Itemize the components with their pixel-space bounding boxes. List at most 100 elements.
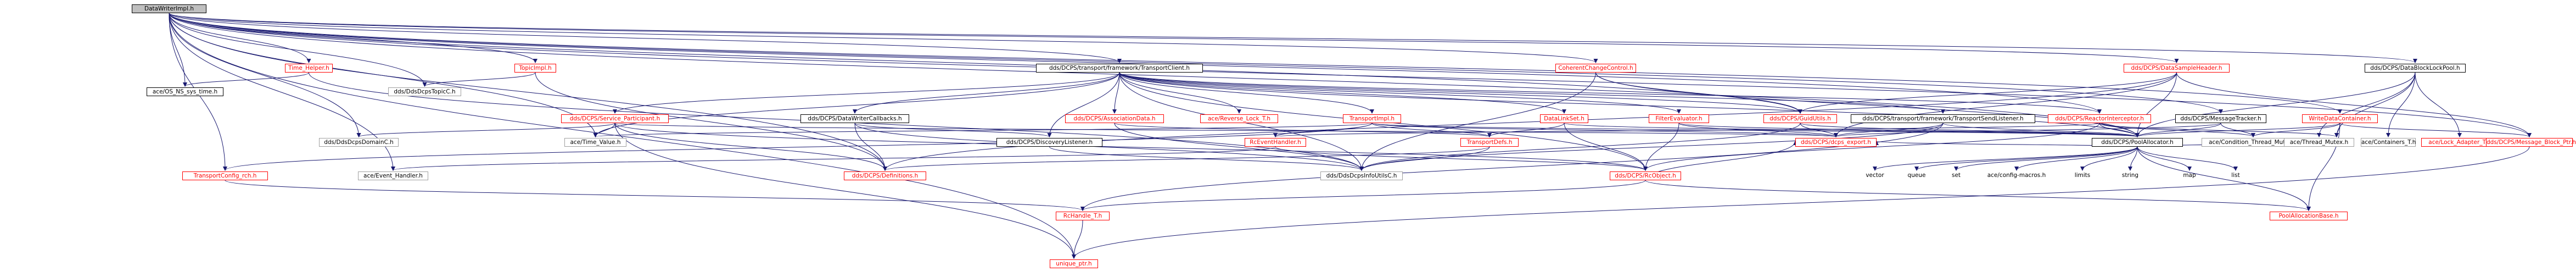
edge-transportclient-to-poolallocator xyxy=(1119,72,2140,137)
edge-datalinkset-to-rcobject xyxy=(1564,123,1648,171)
edge-reactorinterceptor-to-rcobject xyxy=(1643,123,2100,171)
edge-root-to-unique-ptr xyxy=(169,13,1076,259)
edge-messagetracker-to-dcps-export xyxy=(1834,123,2221,137)
node-ddsdcpstopicc: dds/DdsDcpsTopicC.h xyxy=(388,87,461,96)
edge-rceventhandler-to-event-handler xyxy=(391,146,1276,171)
edge-topicimpl-to-ddsdcpstopicc xyxy=(422,72,536,87)
node-guidutils[interactable]: dds/DCPS/GuidUtils.h xyxy=(1763,114,1837,123)
node-ddsdcpsinfoutilsc: dds/DdsDcpsInfoUtilsC.h xyxy=(1320,171,1403,180)
node-string: string xyxy=(2121,172,2139,179)
edge-associationdata-to-transportdefs xyxy=(1114,123,1492,137)
edge-rcobject-to-poolallocationbase xyxy=(1645,180,2311,211)
edge-messagetracker-to-poolallocator xyxy=(2135,123,2221,137)
node-event-handler: ace/Event_Handler.h xyxy=(358,171,428,180)
node-transportdefs[interactable]: TransportDefs.h xyxy=(1460,138,1519,147)
edge-writedatacontainer-to-condition-thread-mutex xyxy=(2251,123,2340,137)
node-datalinkset[interactable]: DataLinkSet.h xyxy=(1540,114,1588,123)
edge-transportclient-to-reactorinterceptor xyxy=(1119,72,2102,114)
edge-transportclient-to-guidutils xyxy=(1119,72,1802,114)
edge-root-to-coherent xyxy=(169,13,1598,63)
edge-datalinkset-to-poolallocator xyxy=(1564,123,2140,137)
node-limits: limits xyxy=(2074,172,2091,179)
node-poolallocator[interactable]: dds/DCPS/PoolAllocator.h xyxy=(2092,138,2183,147)
edge-service-participant-to-unique-ptr xyxy=(614,123,1076,259)
node-time-value: ace/Time_Value.h xyxy=(564,138,626,147)
edge-root-to-time-helper xyxy=(169,13,311,63)
edge-root-to-poolallocator xyxy=(169,13,2140,137)
node-reactorinterceptor[interactable]: dds/DCPS/ReactorInterceptor.h xyxy=(2048,114,2151,123)
edge-root-to-ddsdcpsdomainc xyxy=(169,13,361,137)
edge-topicimpl-to-definitions xyxy=(535,72,887,171)
edge-reactorinterceptor-to-memory xyxy=(2099,123,2339,137)
node-messagetracker[interactable]: dds/DCPS/MessageTracker.h xyxy=(2175,114,2266,123)
node-associationdata[interactable]: dds/DCPS/AssociationData.h xyxy=(1065,114,1164,123)
edge-transportclient-to-datawritercallbacks xyxy=(853,72,1120,114)
node-rcobject[interactable]: dds/DCPS/RcObject.h xyxy=(1610,171,1681,180)
edge-datawritercallbacks-to-definitions xyxy=(854,123,887,171)
node-lock-adapter[interactable]: ace/Lock_Adapter_T.h xyxy=(2421,138,2498,147)
edge-datawritercallbacks-to-ddsdcpsinfoutilsc xyxy=(854,123,1364,171)
node-os-ns-sys-time[interactable]: ace/OS_NS_sys_time.h xyxy=(147,87,223,96)
node-map: map xyxy=(2183,172,2196,179)
edge-poolallocator-to-string xyxy=(2128,146,2138,171)
edge-transportclient-to-discoverylistener xyxy=(1047,72,1120,137)
node-transportconfig-rch[interactable]: TransportConfig_rch.h xyxy=(182,171,268,180)
edge-transportimpl-to-transportconfig-rch xyxy=(223,123,1373,171)
edge-root-to-writedatacontainer xyxy=(169,13,2342,114)
edge-datablocklockpool-to-poolallocator xyxy=(2135,72,2416,137)
edge-rceventhandler-to-rcobject xyxy=(1275,146,1648,171)
edge-transportclient-to-time-value xyxy=(593,72,1120,137)
node-message-block-ptr[interactable]: dds/DCPS/Message_Block_Ptr.h xyxy=(2486,138,2576,147)
edge-datablocklockpool-to-lock-adapter xyxy=(2415,72,2462,137)
node-datasampleheader[interactable]: dds/DCPS/DataSampleHeader.h xyxy=(2124,64,2230,73)
edge-filterevaluator-to-poolallocator xyxy=(1678,123,2140,137)
edge-associationdata-to-ddsdcpsinfoutilsc xyxy=(1114,123,1364,171)
node-topicimpl[interactable]: TopicImpl.h xyxy=(514,64,556,73)
node-definitions[interactable]: dds/DCPS/Definitions.h xyxy=(844,171,926,180)
node-datablocklockpool[interactable]: dds/DCPS/DataBlockLockPool.h xyxy=(2365,64,2466,73)
node-discoverylistener[interactable]: dds/DCPS/DiscoveryListener.h xyxy=(996,138,1102,147)
edge-message-block-ptr-to-unique-ptr xyxy=(1072,146,2530,259)
node-coherent[interactable]: CoherentChangeControl.h xyxy=(1555,64,1636,73)
edge-time-helper-to-os-ns-sys-time xyxy=(183,72,309,87)
node-root: DataWriterImpl.h xyxy=(132,4,206,13)
node-poolallocationbase[interactable]: PoolAllocationBase.h xyxy=(2270,212,2348,220)
node-transportclient[interactable]: dds/DCPS/transport/framework/TransportCl… xyxy=(1036,64,1203,73)
node-unique-ptr[interactable]: unique_ptr.h xyxy=(1050,259,1098,268)
edge-datasampleheader-to-definitions xyxy=(883,72,2177,171)
edge-writedatacontainer-to-poolallocationbase xyxy=(2306,123,2340,211)
node-datawritercallbacks[interactable]: dds/DCPS/DataWriterCallbacks.h xyxy=(800,114,909,123)
edge-transportclient-to-associationdata xyxy=(1112,72,1120,114)
edge-transportclient-to-transportsendlistener xyxy=(1119,72,1945,114)
node-rceventhandler[interactable]: RcEventHandler.h xyxy=(1245,138,1306,147)
edge-service-participant-to-ddsdcpsdomainc xyxy=(356,123,615,137)
node-writedatacontainer[interactable]: WriteDataContainer.h xyxy=(2302,114,2378,123)
node-transportimpl[interactable]: TransportImpl.h xyxy=(1343,114,1401,123)
node-set: set xyxy=(1951,172,1961,179)
edge-root-to-guidutils xyxy=(169,13,1802,114)
edge-reactorinterceptor-to-rceventhandler xyxy=(1273,123,2100,137)
node-reverse-lock[interactable]: ace/Reverse_Lock_T.h xyxy=(1200,114,1278,123)
edge-service-participant-to-definitions xyxy=(614,123,887,171)
node-transportsendlistener[interactable]: dds/DCPS/transport/framework/TransportSe… xyxy=(1851,114,2035,123)
node-rchandle-t[interactable]: RcHandle_T.h xyxy=(1056,212,1110,220)
edge-rchandle-t-to-unique-ptr xyxy=(1072,220,1083,259)
edge-transportclient-to-datalinkset xyxy=(1119,72,1566,114)
node-service-participant[interactable]: dds/DCPS/Service_Participant.h xyxy=(561,114,669,123)
edge-transportsendlistener-to-dcps-export xyxy=(1834,123,1944,137)
node-filterevaluator[interactable]: FilterEvaluator.h xyxy=(1649,114,1709,123)
edge-datasampleheader-to-dcps-export xyxy=(1834,72,2177,137)
edge-poolallocator-to-vector xyxy=(1873,146,2138,171)
edge-root-to-definitions xyxy=(169,13,887,171)
node-time-helper[interactable]: Time_Helper.h xyxy=(285,64,333,73)
edge-transportimpl-to-time-value xyxy=(593,123,1373,137)
edge-poolallocator-to-config-macros xyxy=(2014,146,2138,171)
edge-transportimpl-to-transportdefs xyxy=(1371,123,1492,137)
edge-guidutils-to-poolallocator xyxy=(1800,123,2140,137)
node-dcps-export[interactable]: dds/DCPS/dcps_export.h xyxy=(1795,138,1877,147)
edge-transportdefs-to-ddsdcpsinfoutilsc xyxy=(1359,146,1490,171)
edge-transportclient-to-transportimpl xyxy=(1119,72,1374,114)
edge-root-to-datasampleheader xyxy=(169,13,2179,63)
